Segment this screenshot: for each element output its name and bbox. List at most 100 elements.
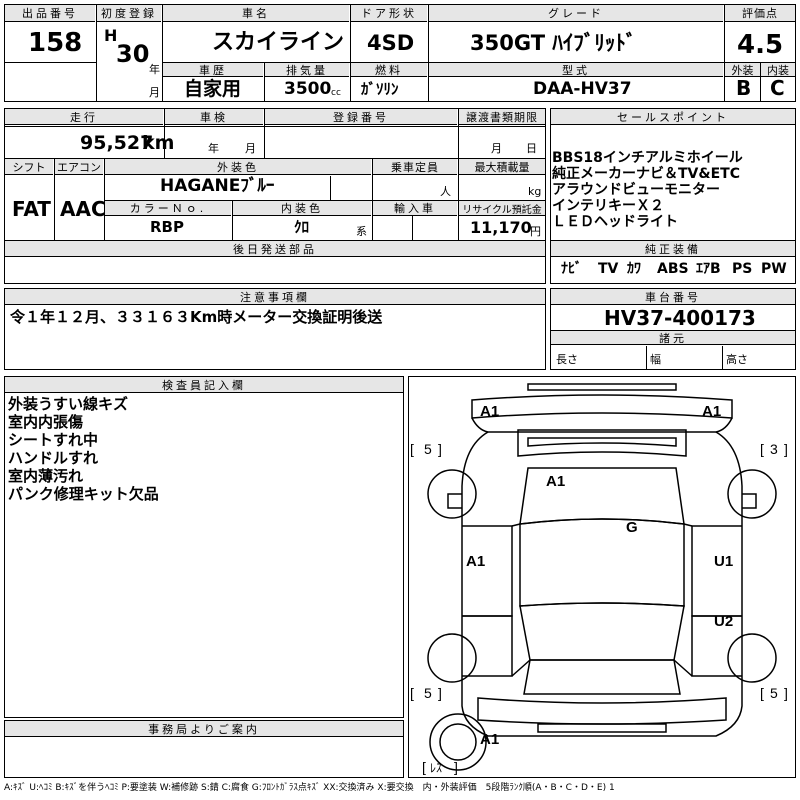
score-label: 評価点 [725, 5, 795, 22]
color-no-label: カラーＮｏ. [105, 201, 231, 216]
damage-mark-front-right: A1 [702, 403, 721, 420]
first-reg-label: 初度登録 [97, 5, 161, 22]
car-name: スカイライン [212, 30, 345, 55]
mileage-value: 95,527 [80, 132, 154, 154]
equipment-label: 純正装備 [551, 241, 795, 257]
year-unit: 年 [149, 63, 160, 76]
capacity-unit: 人 [440, 185, 451, 198]
damage-mark-right-front-door: U1 [714, 553, 733, 570]
shift-label: シフト [5, 159, 53, 175]
spare-tire-close: ] [454, 759, 458, 775]
inspector-label: 検査員記入欄 [5, 377, 403, 393]
ext-score: B [736, 76, 752, 100]
transfer-month-unit: 月 [491, 142, 502, 155]
score-value: 4.5 [737, 30, 784, 60]
grade-value: 350GT ﾊｲﾌﾞﾘｯﾄﾞ [470, 31, 637, 55]
spare-tire: ﾚｽ [430, 761, 442, 775]
first-reg-year: 30 [116, 40, 150, 68]
tire-rear-right-close: ] [784, 685, 788, 701]
interior-color-value: ｸﾛ [294, 218, 310, 236]
model-value: DAA-HV37 [533, 79, 632, 99]
interior-color-unit: 系 [356, 225, 367, 238]
spec-width: 幅 [650, 353, 661, 366]
equipment-item: PW [761, 261, 787, 277]
aircon-label: エアコン [55, 159, 103, 175]
tire-rear-right-bracket: [ [760, 685, 764, 701]
int-score: C [770, 76, 785, 100]
vehicle-info-block [4, 108, 546, 284]
interior-color-label: 内装色 [233, 201, 371, 216]
sales-points-block [550, 108, 796, 284]
transfer-label: 譲渡書類期限 [459, 109, 545, 125]
equipment-item: ﾅﾋﾞ [561, 261, 582, 277]
door-label: ドア形状 [351, 5, 427, 22]
damage-mark-glass: G [626, 519, 638, 536]
plate-label: 登録番号 [265, 109, 457, 125]
chassis-block [550, 288, 796, 370]
max-load-unit: kg [528, 185, 542, 198]
first-reg-era: H [104, 26, 118, 45]
tire-rear-right: 5 [770, 685, 778, 701]
car-diagram: A1 A1 A1 G A1 U1 U2 A1 [ 5 ] [ 3 ] [ 5 ]… [410, 383, 788, 775]
header-block [4, 4, 796, 102]
displacement-label: 排気量 [265, 63, 349, 77]
notice-block [4, 288, 546, 370]
grade-label: グレード [429, 5, 723, 22]
spare-tire-bracket: [ [422, 759, 426, 775]
equipment-item: ABS [657, 261, 689, 277]
office-block [4, 720, 404, 778]
car-name-label: 車名 [163, 5, 349, 22]
equipment-item: PS [732, 261, 753, 277]
damage-mark-roof: A1 [546, 473, 565, 490]
exterior-color-value: HAGANEﾌﾞﾙｰ [160, 176, 275, 196]
notice-text: 令１年１２月、３３１６３Km時メーター交換証明後送 [10, 308, 383, 326]
inspector-note: シートすれ中 [8, 431, 99, 449]
damage-mark-front-left: A1 [480, 403, 499, 420]
legend-text: A:ｷｽﾞ U:ﾍｺﾐ B:ｷｽﾞを伴うﾍｺﾐ P:要塗装 W:補修跡 S:錆 … [4, 783, 615, 793]
color-no-value: RBP [150, 218, 184, 236]
equipment-item: TV [598, 261, 619, 277]
int-score-label: 内装 [761, 63, 795, 77]
tire-rear-left: 5 [424, 685, 432, 701]
chassis-label: 車台番号 [551, 289, 795, 305]
notice-label: 注意事項欄 [5, 289, 545, 305]
inspector-note: 室内薄汚れ [8, 467, 84, 485]
tire-front-right-close: ] [784, 441, 788, 457]
history-value: 自家用 [184, 78, 242, 100]
lot-number: 158 [28, 28, 83, 58]
tire-front-right: 3 [770, 441, 778, 457]
office-label: 事務局よりご案内 [5, 721, 403, 737]
recycle-unit: 円 [530, 225, 541, 238]
sales-point-item: ＬＥＤヘッドライト [552, 214, 678, 230]
sales-point-item: インテリキーＸ２ [552, 198, 664, 214]
damage-mark-left-door: A1 [466, 553, 485, 570]
sales-point-item: BBS18インチアルミホイール [552, 150, 743, 166]
exterior-color-label: 外装色 [105, 159, 371, 175]
inspector-note: 外装うすい線キズ [8, 395, 129, 413]
recycle-label: リサイクル預託金 [459, 201, 545, 216]
sales-points-list: BBS18インチアルミホイール 純正メーカーナビ＆TV&ETC アラウンドビュー… [552, 150, 743, 230]
spec-length: 長さ [556, 353, 578, 366]
inspection-label: 車検 [165, 109, 263, 125]
tire-front-left-bracket: [ [410, 441, 414, 457]
inspector-notes-list: 外装うすい線キズ 室内内張傷 シートすれ中 ハンドルすれ 室内薄汚れ パンク修理… [8, 395, 159, 503]
import-label: 輸入車 [373, 201, 457, 216]
displacement-unit: cc [331, 88, 341, 98]
fuel-value: ｶﾞｿﾘﾝ [361, 80, 399, 98]
equipment-item: ｴｱB [696, 261, 721, 277]
inspector-note: ハンドルすれ [8, 449, 99, 467]
later-parts-label: 後日発送部品 [5, 241, 545, 257]
damage-mark-right-rear-door: U2 [714, 613, 733, 630]
damage-mark-rear: A1 [480, 731, 499, 748]
inspector-block [4, 376, 404, 718]
shift-value: FAT [12, 197, 51, 221]
tire-rear-left-close: ] [438, 685, 442, 701]
inspector-note: 室内内張傷 [8, 413, 84, 431]
recycle-value: 11,170 [470, 218, 532, 237]
specs-label: 諸元 [551, 331, 795, 345]
month-unit: 月 [149, 86, 160, 99]
mileage-label: 走行 [5, 109, 163, 125]
sales-points-label: セールスポイント [551, 109, 795, 125]
fuel-label: 燃料 [351, 63, 427, 77]
displacement-value: 3500 [284, 79, 332, 99]
